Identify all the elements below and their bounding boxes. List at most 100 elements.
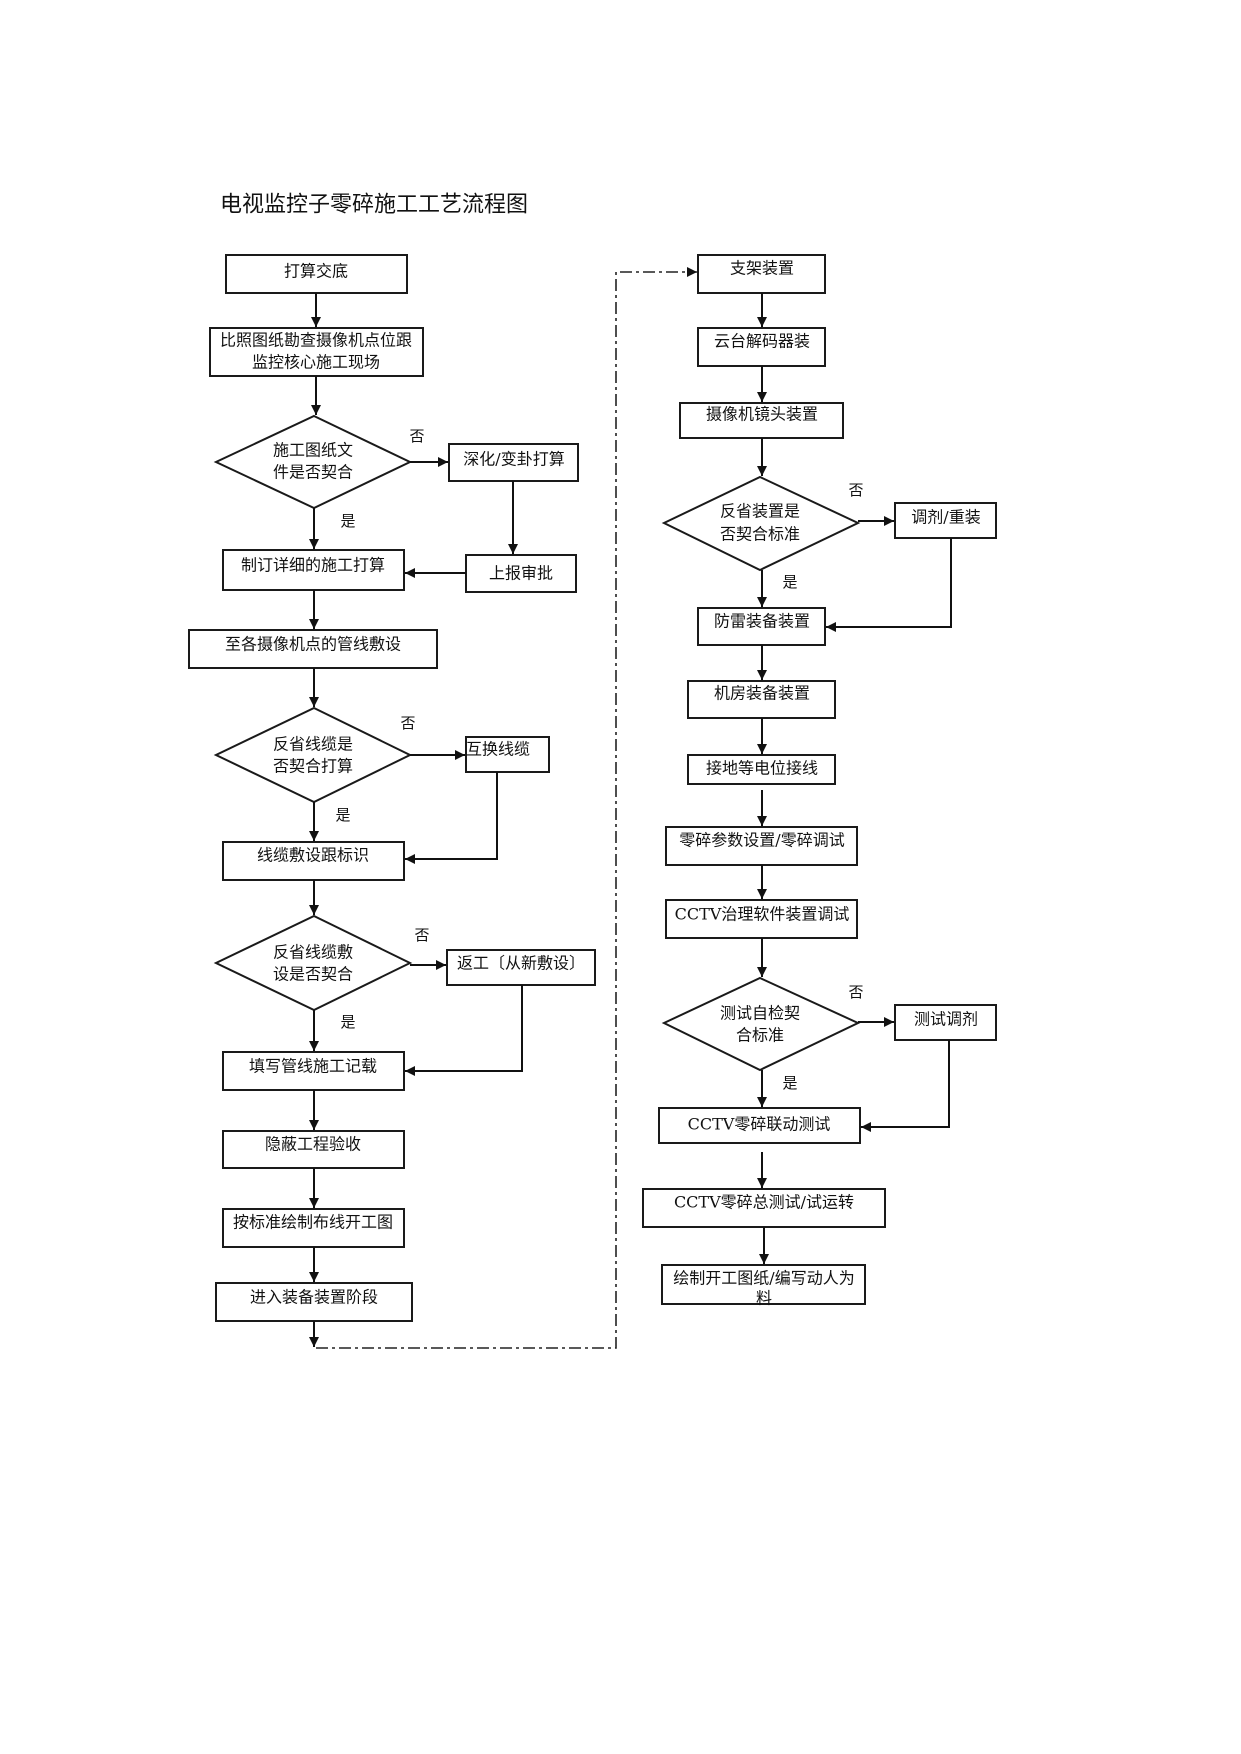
decision-self-test: 测试自检契 合标准 xyxy=(661,976,861,1072)
camera-lens-box xyxy=(679,402,844,439)
check-laying-label-line1: 反省线缆敷 xyxy=(273,943,353,962)
node-record: 填写管线施工记载 xyxy=(222,1051,405,1091)
arrow-connector xyxy=(861,1040,950,1132)
site-survey-label-line2: 监控核心施工现场 xyxy=(252,353,380,372)
node-cable-laying: 至各摄像机点的管线敷设 xyxy=(188,629,438,669)
check-install-label-line2: 否契合标准 xyxy=(720,525,800,544)
cable-laying-label: 至各摄像机点的管线敷设 xyxy=(225,635,401,654)
self-test-diamond xyxy=(661,976,861,1072)
left-connectors xyxy=(309,293,523,1347)
camera-lens-label: 摄像机镜头装置 xyxy=(706,405,818,424)
detailed-plan-box xyxy=(222,549,405,591)
lightning-protection-label: 防雷装备装置 xyxy=(714,612,810,631)
as-built-drawing-label: 按标准绘制布线开工图 xyxy=(233,1213,393,1232)
enter-installation-box xyxy=(215,1282,413,1322)
no-label: 否 xyxy=(400,714,415,732)
node-equipment-room: 机房装备装置 xyxy=(687,680,836,719)
cable-marking-label: 线缆敷设跟标识 xyxy=(257,846,369,865)
yes-label: 是 xyxy=(340,1013,355,1031)
equipment-room-label: 机房装备装置 xyxy=(714,684,810,703)
yes-label: 是 xyxy=(335,806,350,824)
node-cctv-total-test: CCTV零碎总测试/试运转 xyxy=(642,1188,886,1228)
check-drawings-label-line1: 施工图纸文 xyxy=(273,441,353,460)
self-test-label-line2: 合标准 xyxy=(736,1026,784,1045)
decision-check-install: 反省装置是 否契合标准 xyxy=(661,475,861,572)
plan-briefing-box xyxy=(225,254,408,294)
adjust-reinstall-label: 调剂/重装 xyxy=(911,508,980,527)
final-docs-label-line2: 料 xyxy=(756,1289,772,1308)
self-test-label-line1: 测试自检契 xyxy=(720,1004,800,1023)
check-cables-label-line2: 否契合打算 xyxy=(273,757,353,776)
as-built-drawing-box xyxy=(222,1208,405,1248)
arrow-connector xyxy=(826,538,952,632)
decision-check-cables: 反省线缆是 否契合打算 xyxy=(213,706,413,804)
grounding-box xyxy=(687,754,836,785)
check-cables-label-line1: 反省线缆是 xyxy=(273,735,353,754)
pan-tilt-decoder-box xyxy=(697,327,826,367)
node-enter-installation: 进入装备装置阶段 xyxy=(215,1282,413,1322)
site-survey-box xyxy=(209,327,424,377)
detailed-plan-label: 制订详细的施工打算 xyxy=(241,556,385,575)
node-final-docs: 绘制开工图纸/编写动人为 料 xyxy=(661,1264,866,1308)
node-concealed-acceptance: 隐蔽工程验收 xyxy=(222,1130,405,1169)
node-as-built-drawing: 按标准绘制布线开工图 xyxy=(222,1208,405,1248)
page-title: 电视监控子零碎施工工艺流程图 xyxy=(220,193,528,218)
node-grounding: 接地等电位接线 xyxy=(687,754,836,785)
rework-label: 返工〔从新敷设〕 xyxy=(457,954,585,973)
site-survey-label-line1: 比照图纸勘查摄像机点位跟 xyxy=(220,331,412,350)
node-bracket-install: 支架装置 xyxy=(697,254,826,294)
replace-cables-label: 互换线缆 xyxy=(466,740,530,759)
no-label: 否 xyxy=(409,427,424,445)
node-rework: 返工〔从新敷设〕 xyxy=(446,949,596,986)
pan-tilt-decoder-label: 云台解码器装 xyxy=(714,332,810,351)
decision-check-laying: 反省线缆敷 设是否契合 xyxy=(213,914,413,1012)
node-plan-briefing: 打算交底 xyxy=(225,254,408,294)
test-adjust-box xyxy=(894,1004,997,1041)
node-submit-approval: 上报审批 xyxy=(465,554,577,593)
node-cctv-software: CCTV治理软件装置调试 xyxy=(665,899,858,939)
check-laying-diamond xyxy=(213,914,413,1012)
final-docs-box xyxy=(661,1264,866,1305)
arrow-connector xyxy=(405,985,523,1076)
node-camera-lens: 摄像机镜头装置 xyxy=(679,402,844,439)
deepen-change-plan-label: 深化/变卦打算 xyxy=(463,450,564,469)
cctv-total-test-label: CCTV零碎总测试/试运转 xyxy=(674,1193,854,1212)
check-cables-diamond xyxy=(213,706,413,804)
node-cctv-linkage: CCTV零碎联动测试 xyxy=(658,1107,861,1144)
cable-laying-box xyxy=(188,629,438,669)
check-install-label-line1: 反省装置是 xyxy=(720,502,800,521)
cctv-software-label: CCTV治理软件装置调试 xyxy=(675,905,850,924)
arrow-connector xyxy=(405,772,498,864)
node-deepen-change-plan: 深化/变卦打算 xyxy=(448,443,579,482)
system-params-label: 零碎参数设置/零碎调试 xyxy=(679,831,844,850)
yes-label: 是 xyxy=(782,573,797,591)
no-label: 否 xyxy=(414,926,429,944)
node-site-survey: 比照图纸勘查摄像机点位跟 监控核心施工现场 xyxy=(209,327,424,377)
test-adjust-label: 测试调剂 xyxy=(914,1010,978,1029)
replace-cables-box xyxy=(465,736,550,773)
adjust-reinstall-box xyxy=(894,502,997,539)
record-label: 填写管线施工记载 xyxy=(249,1057,377,1076)
node-test-adjust: 测试调剂 xyxy=(894,1004,997,1041)
bracket-install-label: 支架装置 xyxy=(730,259,794,278)
check-laying-label-line2: 设是否契合 xyxy=(273,965,353,984)
no-label: 否 xyxy=(848,481,863,499)
node-detailed-plan: 制订详细的施工打算 xyxy=(222,549,405,591)
cctv-software-box xyxy=(665,899,858,939)
submit-approval-label: 上报审批 xyxy=(489,564,553,583)
right-connectors xyxy=(757,293,952,1264)
node-adjust-reinstall: 调剂/重装 xyxy=(894,502,997,539)
decision-check-drawings: 施工图纸文 件是否契合 xyxy=(213,414,413,510)
column-transition-connector xyxy=(316,267,697,1349)
yes-label: 是 xyxy=(782,1074,797,1092)
check-drawings-label-line2: 件是否契合 xyxy=(273,463,353,482)
node-system-params: 零碎参数设置/零碎调试 xyxy=(665,826,858,866)
grounding-label: 接地等电位接线 xyxy=(706,759,818,778)
no-label: 否 xyxy=(848,983,863,1001)
cctv-linkage-label: CCTV零碎联动测试 xyxy=(688,1115,831,1134)
node-cable-marking: 线缆敷设跟标识 xyxy=(222,841,405,881)
node-pan-tilt-decoder: 云台解码器装 xyxy=(697,327,826,367)
node-replace-cables: 互换线缆 xyxy=(465,736,550,773)
deepen-change-plan-box xyxy=(448,443,579,482)
